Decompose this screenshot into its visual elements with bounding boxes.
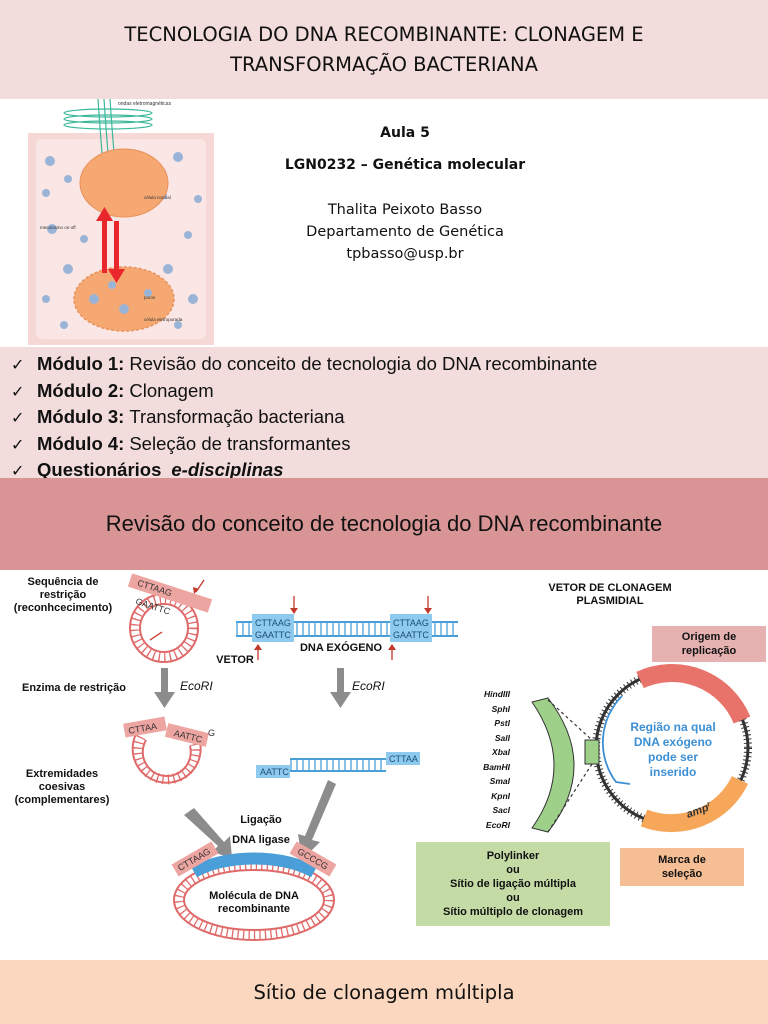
recombinant-molecule: CTTAAG GCCCG	[171, 841, 337, 941]
enzyme-item: SalI	[494, 732, 510, 743]
svg-text:CTTAAG: CTTAAG	[255, 618, 291, 628]
svg-text:mecanismo on-off: mecanismo on-off	[40, 225, 76, 230]
modules-list: ✓ Módulo 1: Revisão do conceito de tecno…	[0, 347, 768, 480]
list-item: ✓ Módulo 2: Clonagem	[11, 378, 768, 405]
svg-text:GAATTC: GAATTC	[393, 630, 429, 640]
arrow-icon	[154, 668, 351, 860]
polylinker-line: Polylinker	[486, 850, 540, 862]
department: Departamento de Genética	[306, 224, 504, 240]
plasmid-title: VETOR DE CLONAGEM PLASMIDIAL	[548, 582, 672, 607]
module-text: Clonagem	[129, 379, 214, 401]
module-label: Módulo 2:	[37, 379, 125, 401]
recombinant-molecule-label: Molécula de DNA recombinante	[209, 890, 299, 915]
lecture-info: Aula 5 LGN0232 – Genética molecular Thal…	[230, 125, 580, 265]
module-label: Módulo 4:	[37, 432, 125, 454]
vector-plasmid: CTTAAG GAATTC	[127, 573, 213, 663]
polylinker-line: ou	[506, 864, 520, 876]
ecori-label-1: EcoRI	[180, 679, 213, 693]
svg-text:ondas eletromagnéticas: ondas eletromagnéticas	[118, 101, 172, 107]
lecture-header: ondas eletromagnéticas célula normal cél…	[0, 98, 768, 347]
course-name: LGN0232 – Genética molecular	[284, 157, 526, 173]
restriction-sequence-label: Sequência de restrição (reconhcecimento)	[13, 576, 113, 614]
list-item: ✓ Módulo 4: Seleção de transformantes	[11, 431, 768, 458]
vector-label: VETOR	[216, 654, 254, 666]
polylinker-line: Sítio de ligação múltipla	[450, 878, 576, 890]
insertion-region-label: Região na qual DNA exógeno pode ser inse…	[630, 720, 716, 779]
ligation-label: Ligação	[240, 814, 282, 826]
list-item: ✓ Questionários e-disciplinas	[11, 457, 768, 484]
section-title-band: Revisão do conceito de tecnologia do DNA…	[0, 478, 768, 570]
exogenous-dna-label: DNA EXÓGENO	[299, 642, 383, 654]
exogenous-dna: CTTAAG GAATTC CTTAAG GAATTC	[236, 596, 458, 660]
polylinker-box: Polylinker ou Sítio de ligação múltipla …	[416, 842, 610, 926]
origin-replication-box: Origem de replicação	[652, 626, 766, 662]
enzyme-item: HindIII	[484, 689, 510, 699]
ligase-label: DNA ligase	[232, 834, 290, 846]
slide-title: TECNOLOGIA DO DNA RECOMBINANTE: CLONAGEM…	[124, 22, 644, 76]
enzyme-item: BamHI	[483, 761, 510, 772]
svg-text:célula normal: célula normal	[144, 195, 171, 200]
svg-text:célula eletroporada: célula eletroporada	[144, 317, 183, 322]
check-icon: ✓	[11, 381, 25, 401]
sticky-ends-label: Extremidades coesivas (complementares)	[14, 768, 110, 806]
module-text: Transformação bacteriana	[129, 406, 345, 427]
lecture-number: Aula 5	[380, 125, 430, 141]
polylinker-line: ou	[506, 892, 520, 904]
enzyme-item: EcoRI	[485, 819, 510, 830]
enzyme-item: KpnI	[491, 790, 510, 801]
svg-text:CTTAA: CTTAA	[389, 754, 418, 764]
ecori-label-2: EcoRI	[352, 679, 385, 693]
svg-text:CTTAAG: CTTAAG	[393, 618, 429, 628]
cloning-vector-plasmid: ORI ampr	[531, 664, 752, 833]
module-label: Módulo 1:	[37, 353, 125, 374]
module-label: Módulo 3:	[37, 406, 125, 427]
section-title: Revisão do conceito de tecnologia do DNA…	[105, 511, 663, 536]
svg-text:AATTC: AATTC	[260, 767, 289, 777]
svg-text:ORI: ORI	[687, 691, 709, 708]
svg-text:poros: poros	[144, 295, 156, 300]
electroporation-illustration: ondas eletromagnéticas célula normal cél…	[28, 98, 214, 345]
enzyme-item: SmaI	[489, 776, 510, 786]
restriction-enzyme-label: Enzima de restrição	[22, 682, 126, 694]
polylinker-line: Sítio múltiplo de clonagem	[443, 906, 583, 918]
diagram-drawing: CTTAAG GAATTC CTTAAG GAATTC CTTAAG GAATT…	[123, 573, 752, 941]
module-text: Revisão do conceito de tecnologia do DNA…	[129, 353, 598, 374]
check-icon: ✓	[11, 408, 25, 427]
author-block: Thalita Peixoto Basso Departamento de Ge…	[230, 199, 580, 265]
enzyme-item: PstI	[494, 718, 510, 728]
list-item: ✓ Módulo 1: Revisão do conceito de tecno…	[11, 351, 768, 378]
module-label: Questionários	[37, 459, 162, 480]
enzyme-item: SphI	[491, 703, 510, 714]
slide-title-band: TECNOLOGIA DO DNA RECOMBINANTE: CLONAGEM…	[0, 0, 768, 99]
enzyme-item: SacI	[492, 805, 511, 815]
enzyme-list: HindIII SphI PstI SalI XbaI BamHI SmaI K…	[452, 687, 510, 832]
check-icon: ✓	[11, 355, 25, 374]
electroporation-figure: ondas eletromagnéticas célula normal cél…	[28, 98, 214, 345]
list-item: ✓ Módulo 3: Transformação bacteriana	[11, 404, 768, 431]
next-section-band: Sítio de clonagem múltipla	[0, 960, 768, 1024]
cut-vector: CTTAA AATTC G	[123, 716, 215, 785]
check-icon: ✓	[11, 434, 25, 454]
svg-text:CTTAA: CTTAA	[128, 721, 158, 736]
svg-text:GAATTC: GAATTC	[134, 596, 172, 617]
next-section-title: Sítio de clonagem múltipla	[253, 980, 515, 1004]
exogenous-fragment: AATTC CTTAA	[256, 752, 420, 778]
module-text: e-disciplinas	[171, 459, 284, 480]
module-text: Seleção de transformantes	[129, 432, 351, 454]
author-name: Thalita Peixoto Basso	[327, 202, 483, 218]
svg-text:GAATTC: GAATTC	[255, 630, 291, 640]
author-email: tpbasso@usp.br	[346, 246, 464, 262]
svg-text:G: G	[208, 728, 215, 738]
enzyme-item: XbaI	[492, 747, 510, 757]
check-icon: ✓	[11, 461, 25, 480]
selection-marker-box: Marca de seleção	[620, 848, 744, 886]
recombinant-dna-diagram: CTTAAG GAATTC CTTAAG GAATTC CTTAAG GAATT…	[0, 570, 768, 960]
